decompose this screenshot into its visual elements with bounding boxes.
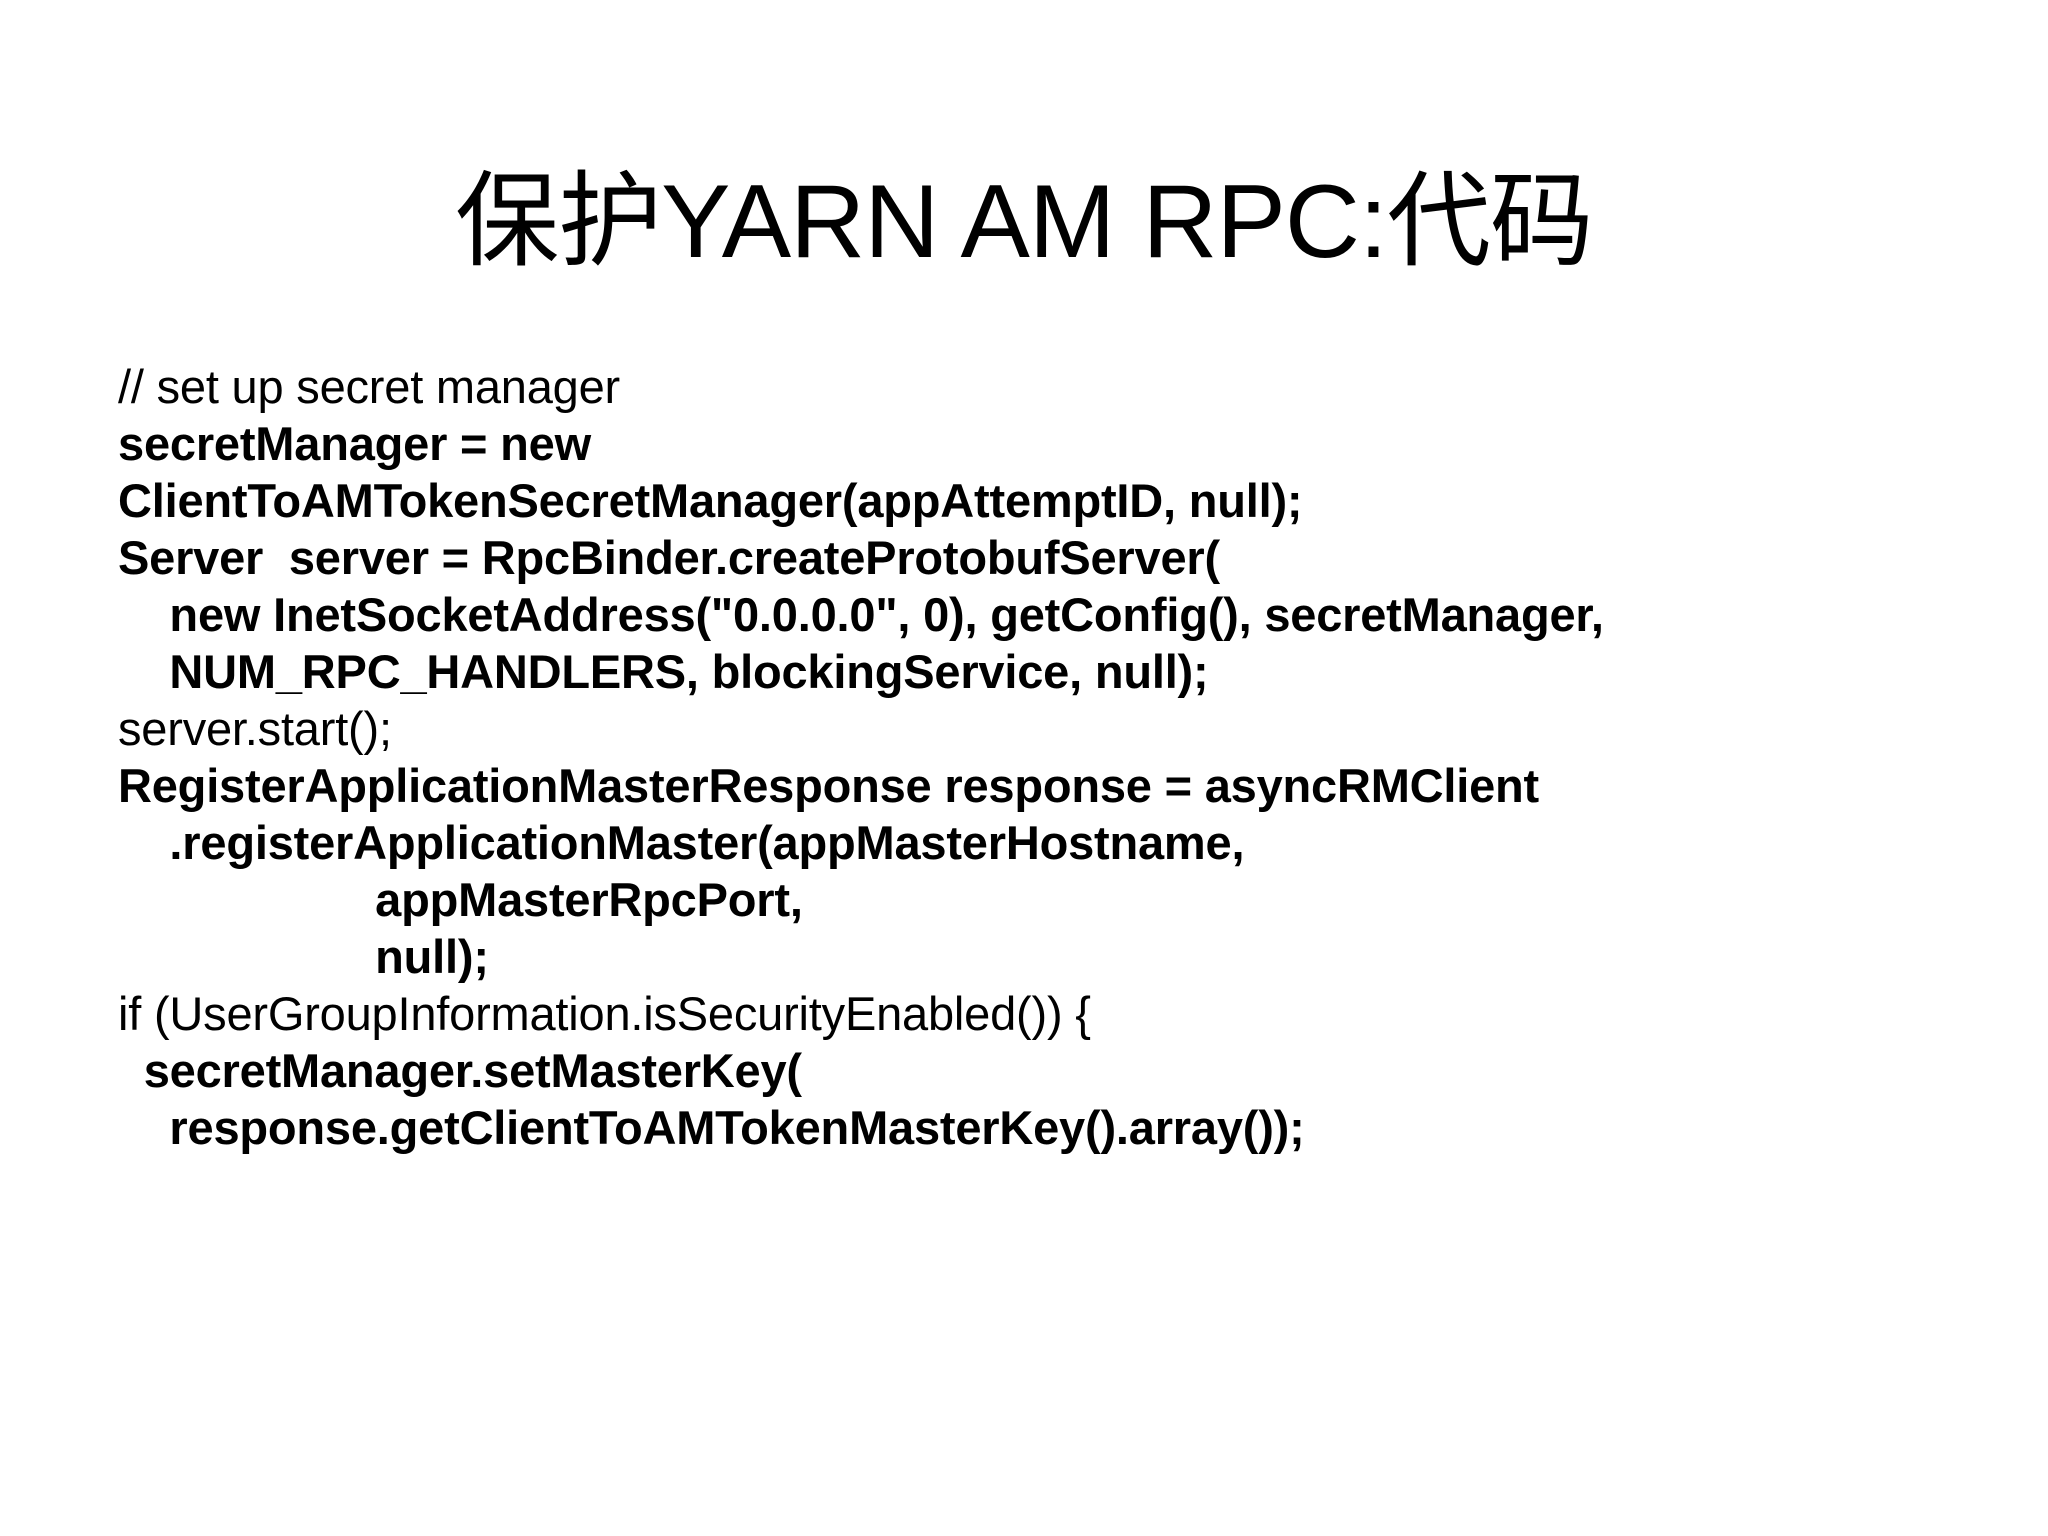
code-line: ClientToAMTokenSecretManager(appAttemptI… [118,474,1303,527]
code-line: NUM_RPC_HANDLERS, blockingService, null)… [118,645,1209,698]
page-title: 保护YARN AM RPC:代码 [455,163,1594,280]
code-line: server.start(); [118,702,392,755]
code-line: // set up secret manager [118,360,621,413]
code-line: secretManager = new [118,417,591,470]
code-line: response.getClientToAMTokenMasterKey().a… [118,1101,1305,1154]
code-line: secretManager.setMasterKey( [118,1044,802,1097]
code-block: // set up secret manager secretManager =… [118,358,1978,1156]
code-line: Server server = RpcBinder.createProtobuf… [118,531,1220,584]
code-line: RegisterApplicationMasterResponse respon… [118,759,1540,812]
code-line: .registerApplicationMaster(appMasterHost… [118,816,1245,869]
code-line: appMasterRpcPort, [118,873,803,926]
code-line: new InetSocketAddress("0.0.0.0", 0), get… [118,588,1604,641]
code-line: if (UserGroupInformation.isSecurityEnabl… [118,987,1091,1040]
code-line: null); [118,930,489,983]
